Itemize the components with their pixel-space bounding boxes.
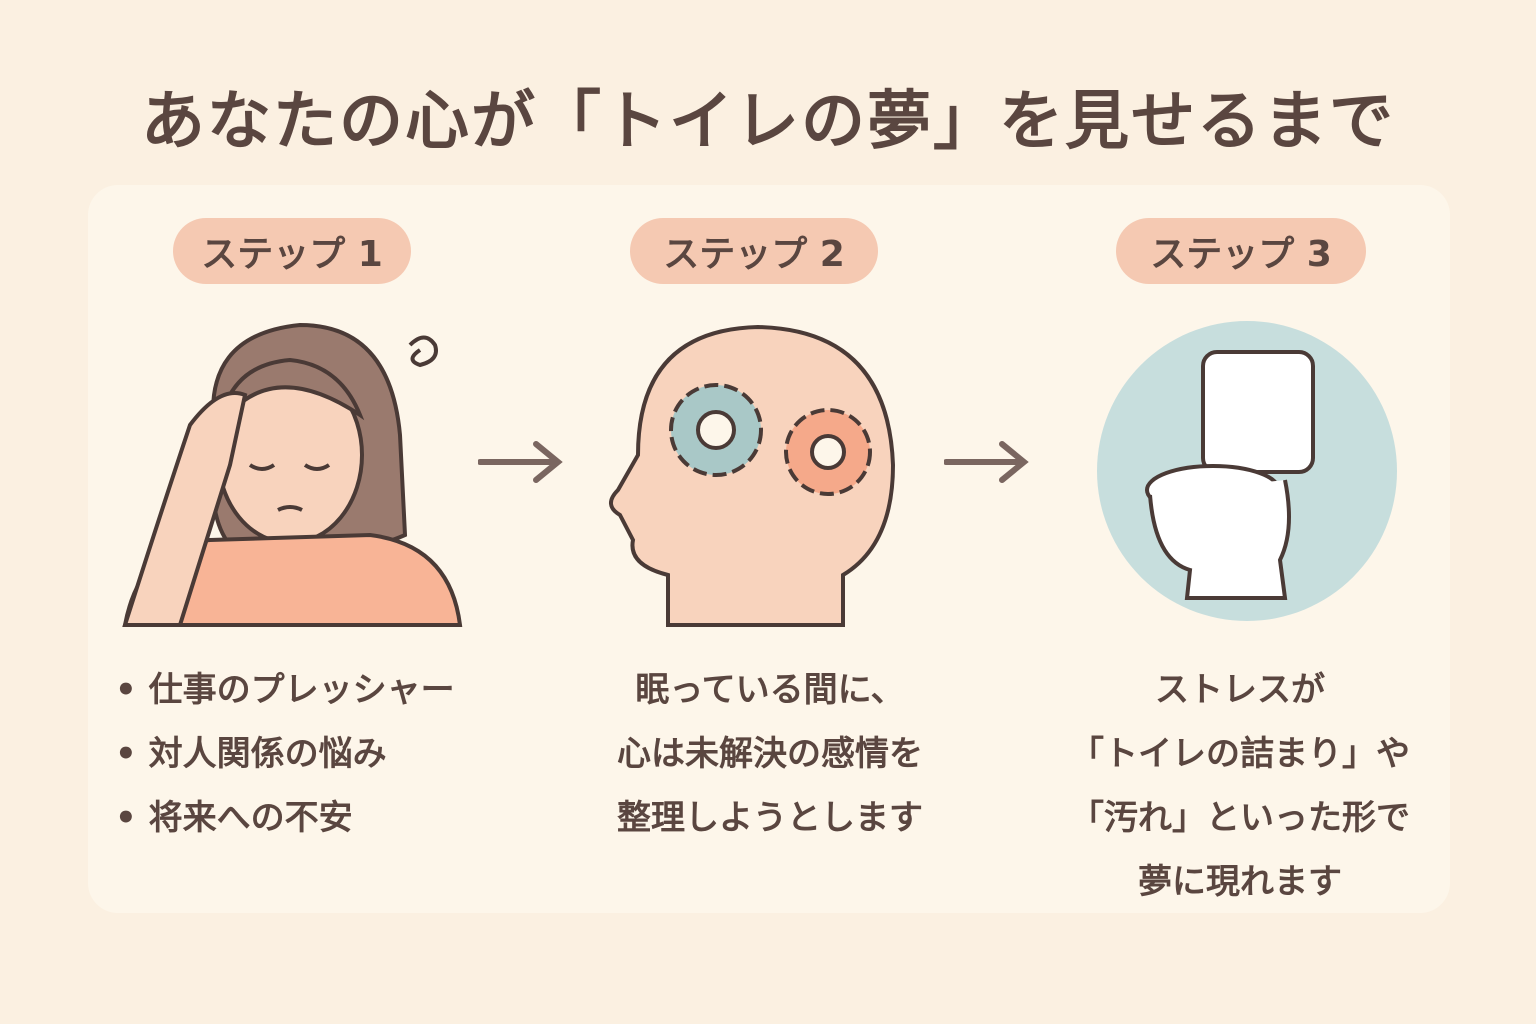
- step-1-description: • 仕事のプレッシャー • 対人関係の悩み • 将来への不安: [115, 658, 455, 850]
- step-3-badge: ステップ 3: [1116, 218, 1366, 284]
- text-line: 眠っている間に、: [635, 670, 905, 710]
- step-2-description: 眠っている間に、 心は未解決の感情を 整理しようとします: [570, 658, 970, 850]
- step-1-badge: ステップ 1: [173, 218, 411, 284]
- text-line: 夢に現れます: [1138, 862, 1342, 902]
- text-line: ストレスが: [1155, 670, 1325, 710]
- page-title: あなたの心が「トイレの夢」を見せるまで: [141, 85, 1395, 159]
- text-line: 整理しようとします: [617, 798, 923, 838]
- brain-gears-icon: [609, 325, 896, 627]
- arrow-right-icon: [478, 441, 563, 483]
- arrow-right-icon: [944, 441, 1029, 483]
- text-line: 「トイレの詰まり」や: [1070, 734, 1410, 774]
- stressed-woman-icon: [122, 322, 463, 627]
- text-line: 心は未解決の感情を: [617, 734, 923, 774]
- toilet-icon: [1097, 321, 1397, 621]
- bullet-item: • 将来への不安: [115, 798, 353, 838]
- bullet-item: • 仕事のプレッシャー: [115, 670, 455, 710]
- step-2-badge: ステップ 2: [630, 218, 878, 284]
- step-3-description: ストレスが 「トイレの詰まり」や 「汚れ」といった形で 夢に現れます: [1040, 658, 1440, 914]
- bullet-item: • 対人関係の悩み: [115, 734, 387, 774]
- text-line: 「汚れ」といった形で: [1070, 798, 1410, 838]
